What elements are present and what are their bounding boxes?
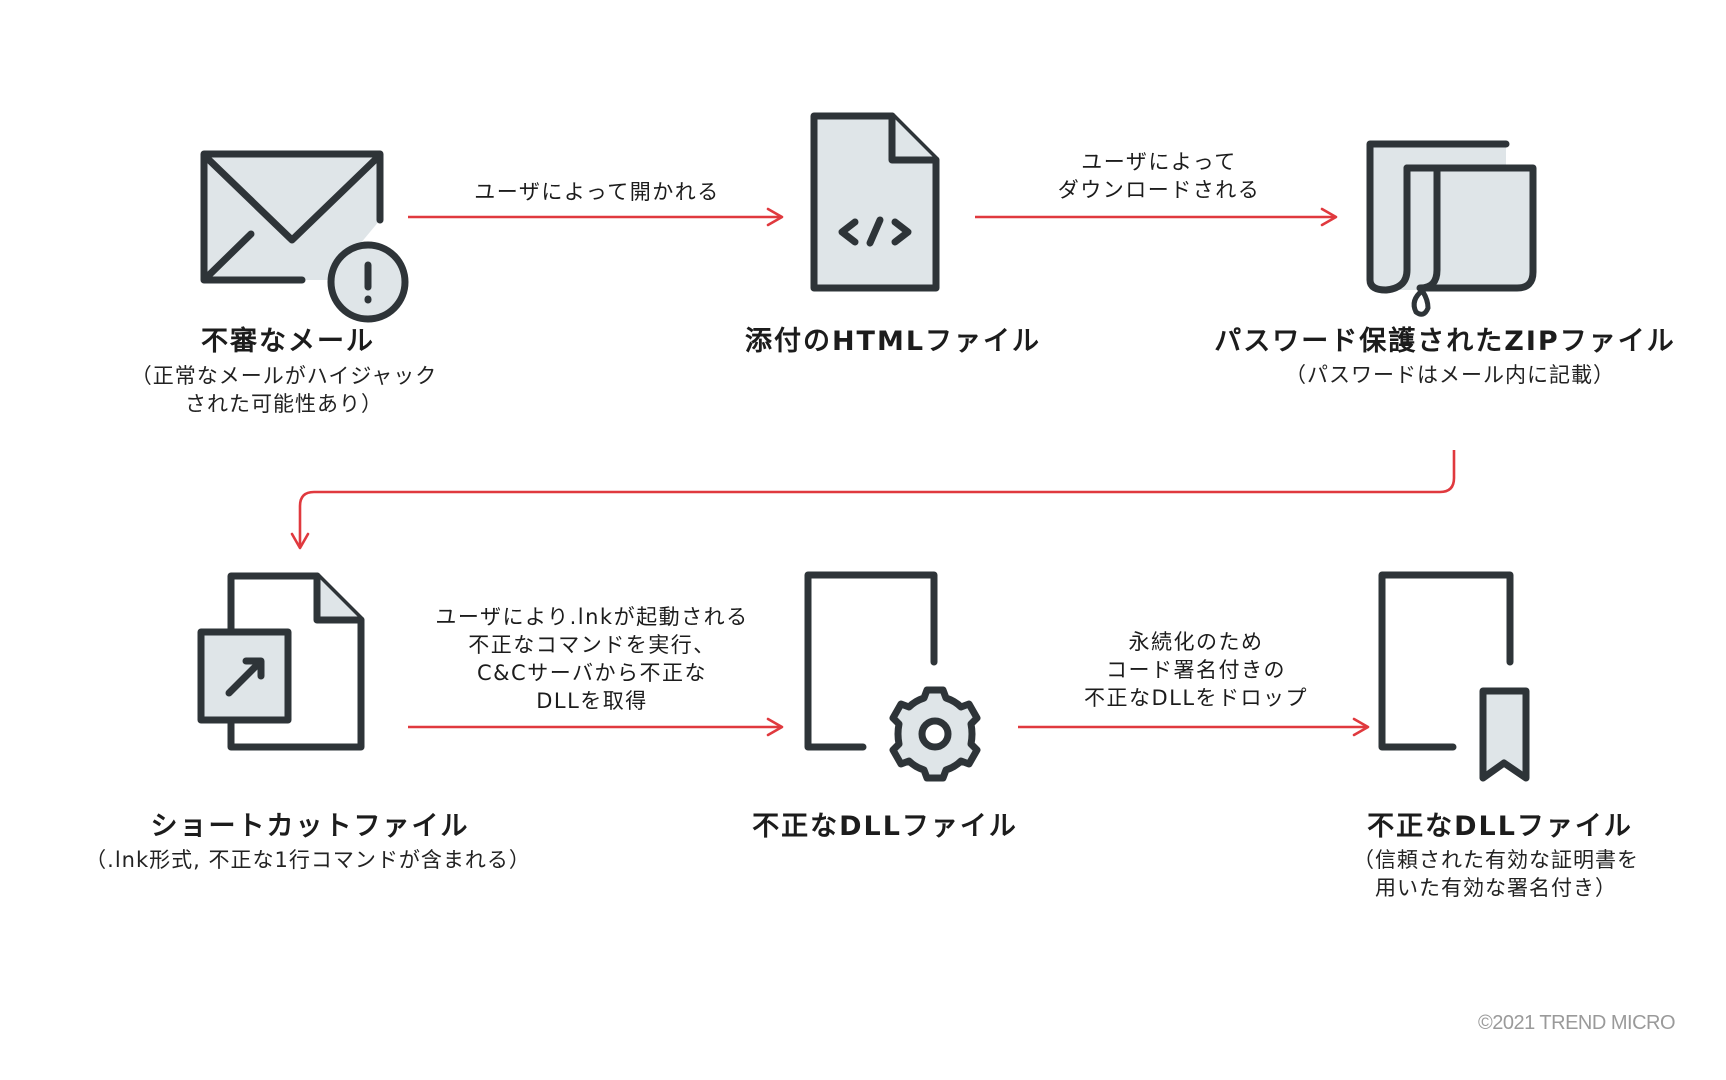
edge-label-line: 不正なコマンドを実行、 — [468, 633, 716, 657]
node-title-zip: パスワード保護されたZIPファイル — [1214, 326, 1676, 357]
edge-label-line: ユーザによって — [1081, 150, 1237, 174]
edge-label-line: 永続化のため — [1128, 630, 1264, 654]
gear-icon — [889, 686, 981, 782]
node-subtitle-zip: （パスワードはメール内に記載） — [1285, 361, 1615, 389]
edge-label-email-to-html: ユーザによって開かれる — [474, 178, 719, 206]
dll-gear-file-icon — [804, 571, 981, 782]
node-title-shortcut: ショートカットファイル — [150, 811, 470, 842]
node-title-dll: 不正なDLLファイル — [752, 811, 1018, 842]
subtitle-line: （正常なメールがハイジャック — [130, 364, 438, 388]
envelope-warning-icon — [200, 150, 409, 323]
subtitle-line: （信頼された有効な証明書を — [1353, 848, 1639, 872]
node-subtitle-shortcut: （.lnk形式, 不正な1行コマンドが含まれる） — [85, 846, 531, 874]
copyright-notice: ©2021 TREND MICRO — [1478, 1012, 1676, 1034]
shortcut-file-icon — [197, 572, 365, 751]
signed-dll-file-icon — [1378, 571, 1530, 782]
edge-zip-to-shortcut — [290, 450, 1456, 550]
edge-label-line: C&Cサーバから不正な — [476, 661, 707, 685]
subtitle-line: された可能性あり） — [185, 392, 383, 416]
subtitle-line: （パスワードはメール内に記載） — [1285, 363, 1615, 387]
edge-label-shortcut-to-dll: ユーザにより.lnkが起動される 不正なコマンドを実行、 C&Cサーバから不正な… — [435, 603, 748, 715]
html-file-icon — [810, 112, 940, 292]
subtitle-line: 用いた有効な署名付き） — [1375, 876, 1617, 900]
edge-label-line: 不正なDLLをドロップ — [1083, 686, 1309, 710]
edge-label-dll-to-signed-dll: 永続化のため コード署名付きの 不正なDLLをドロップ — [1084, 628, 1308, 712]
connector-line — [290, 450, 1456, 550]
node-subtitle-email: （正常なメールがハイジャック された可能性あり） — [131, 362, 438, 418]
bookmark-icon — [1479, 687, 1530, 782]
edge-label-line: ユーザにより.lnkが起動される — [435, 605, 749, 629]
node-title-html: 添付のHTMLファイル — [744, 326, 1042, 357]
subtitle-line: （.lnk形式, 不正な1行コマンドが含まれる） — [85, 848, 531, 872]
zip-archive-icon — [1366, 140, 1537, 317]
node-subtitle-signed-dll: （信頼された有効な証明書を 用いた有効な署名付き） — [1353, 846, 1639, 902]
edge-label-line: ダウンロードされる — [1057, 178, 1261, 202]
edge-label-line: DLLを取得 — [536, 689, 648, 713]
node-title-signed-dll: 不正なDLLファイル — [1367, 811, 1633, 842]
edge-label-line: ユーザによって開かれる — [474, 180, 720, 204]
node-title-email: 不審なメール — [201, 326, 375, 357]
edge-label-html-to-zip: ユーザによって ダウンロードされる — [1058, 148, 1261, 204]
edge-label-line: コード署名付きの — [1105, 658, 1286, 682]
